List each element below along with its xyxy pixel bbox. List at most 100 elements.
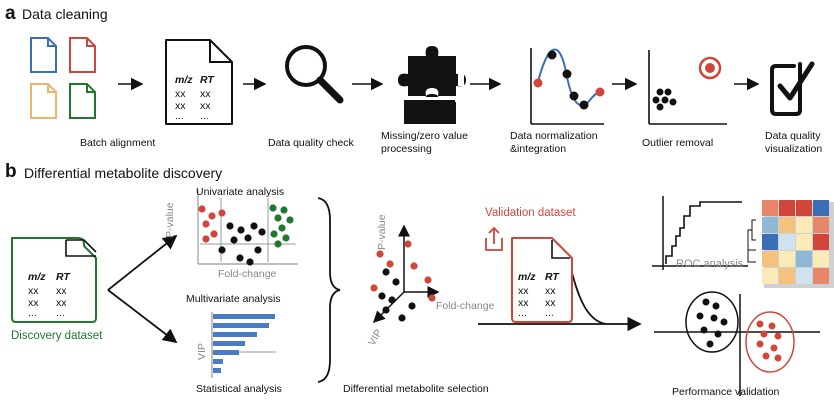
panel-b-letter: b xyxy=(5,161,17,182)
pca-plot xyxy=(654,291,820,396)
doc-green-icon xyxy=(69,83,96,119)
discovery-ellipsis: ... xyxy=(28,307,37,319)
step-batch-alignment: Batch alignment xyxy=(80,137,156,149)
validation-ellipsis: ... xyxy=(545,307,554,319)
discovery-cell: xx xyxy=(28,297,39,309)
outlier-plot-icon xyxy=(648,50,727,125)
step-missing-2: processing xyxy=(381,143,432,155)
normalization-plot-icon xyxy=(530,48,605,125)
vip-bar-3 xyxy=(213,332,257,337)
validation-dataset-label: Validation dataset xyxy=(485,207,576,219)
validation-cell: xx xyxy=(545,285,556,297)
step-outlier-removal: Outlier removal xyxy=(642,137,714,149)
vip-bar-4 xyxy=(213,341,245,346)
step-quality-check: Data quality check xyxy=(268,137,354,149)
arrow-b-down xyxy=(107,289,178,344)
upload-icon xyxy=(485,226,503,251)
table-cell: xx xyxy=(175,88,186,100)
heatmap-cell xyxy=(813,251,829,267)
puzzle-icon xyxy=(398,46,472,124)
validation-cell: xx xyxy=(518,285,529,297)
vip-bar-7 xyxy=(213,368,221,373)
heatmap-cell xyxy=(796,234,812,250)
foldchange-axis-label: Fold-change xyxy=(218,268,277,280)
heatmap-cell xyxy=(813,234,829,250)
validation-cell: xx xyxy=(518,297,529,309)
table-cell: xx xyxy=(200,100,211,112)
diff-selection-label: Differential metabolite selection xyxy=(343,383,489,395)
heatmap-cells xyxy=(762,200,829,284)
discovery-cell: xx xyxy=(28,285,39,297)
heatmap-cell xyxy=(813,200,829,216)
heatmap-cell xyxy=(762,217,778,233)
statistical-label: Statistical analysis xyxy=(196,383,282,395)
validation-cell: xx xyxy=(545,297,556,309)
roc-label: ROC analysis xyxy=(676,258,744,270)
heatmap-cell xyxy=(762,234,778,250)
magnifier-icon xyxy=(285,45,344,104)
scatter-3d-plot xyxy=(370,224,440,324)
heatmap-cell xyxy=(813,268,829,284)
heatmap-cell xyxy=(779,268,795,284)
heatmap-cell xyxy=(779,217,795,233)
heatmap-cell xyxy=(796,268,812,284)
heatmap-cell xyxy=(796,217,812,233)
scatter-pvalue-label: P-value xyxy=(376,214,388,250)
curly-brace-icon xyxy=(317,197,341,383)
validation-mz: m/z xyxy=(518,271,536,283)
heatmap-cell xyxy=(762,251,778,267)
batch-docs-icon xyxy=(30,37,96,119)
doc-red-icon xyxy=(69,37,96,73)
performance-label: Performance validation xyxy=(672,386,780,398)
heatmap-cell xyxy=(796,251,812,267)
univariate-label: Univariate analysis xyxy=(196,186,285,198)
multivariate-label: Multivariate analysis xyxy=(186,293,281,305)
validation-doc-icon xyxy=(511,237,573,323)
panel-a-letter: a xyxy=(5,3,16,24)
heatmap-plot xyxy=(747,200,834,288)
discovery-doc-icon xyxy=(11,237,97,323)
discovery-dataset-label: Discovery dataset xyxy=(11,330,103,342)
heatmap-cell xyxy=(762,268,778,284)
discovery-cell: xx xyxy=(56,285,67,297)
table-cell: xx xyxy=(200,88,211,100)
vip-bar-6 xyxy=(213,359,223,364)
step-visual-1: Data quality xyxy=(765,130,821,142)
vip-bar-plot xyxy=(211,312,276,378)
discovery-mz: m/z xyxy=(28,271,46,283)
table-ellipsis: ... xyxy=(175,110,184,122)
table-cell: xx xyxy=(175,100,186,112)
panel-b-title: Differential metabolite discovery xyxy=(24,165,223,181)
doc-orange-icon xyxy=(30,83,57,119)
vip-bar-1 xyxy=(213,314,275,319)
table-doc-icon xyxy=(165,39,233,125)
discovery-rt: RT xyxy=(56,271,70,283)
table-mz-label: m/z xyxy=(175,74,193,86)
vip-axis-label: VIP xyxy=(196,343,208,360)
step-visual-2: visualization xyxy=(765,143,823,155)
validation-rt: RT xyxy=(545,271,559,283)
pvalue-axis-label: P-value xyxy=(164,202,176,238)
heatmap-cell xyxy=(762,200,778,216)
discovery-ellipsis: ... xyxy=(56,307,65,319)
table-rt-label: RT xyxy=(200,74,214,86)
heatmap-cell xyxy=(796,200,812,216)
heatmap-cell xyxy=(779,251,795,267)
scatter-foldchange-label: Fold-change xyxy=(436,300,495,312)
heatmap-cell xyxy=(813,217,829,233)
roc-plot xyxy=(652,196,748,270)
vip-bar-5 xyxy=(213,350,239,355)
validation-ellipsis: ... xyxy=(518,307,527,319)
doc-blue-icon xyxy=(30,37,57,73)
heatmap-cell xyxy=(779,200,795,216)
step-missing-1: Missing/zero value xyxy=(381,130,468,142)
panel-a-title: Data cleaning xyxy=(22,6,108,22)
checkbox-icon xyxy=(770,61,815,116)
step-normalization-2: &integration xyxy=(510,143,567,155)
step-normalization-1: Data normalization xyxy=(510,130,598,142)
discovery-doc-fold-icon xyxy=(65,239,97,257)
heatmap-cell xyxy=(779,234,795,250)
discovery-cell: xx xyxy=(56,297,67,309)
table-ellipsis: ... xyxy=(200,110,209,122)
